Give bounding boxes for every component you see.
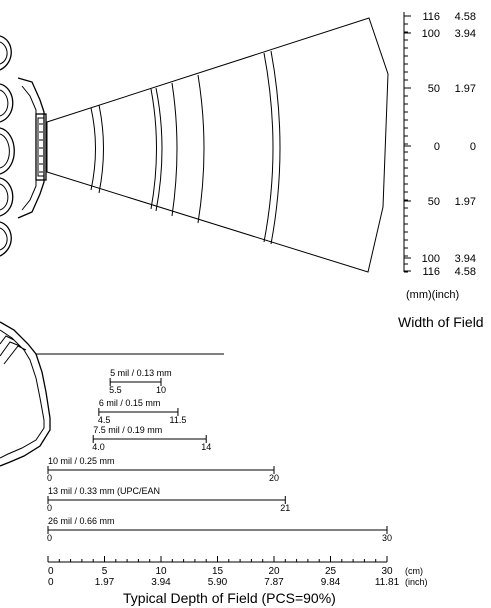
x-tick-label-cm: 30 xyxy=(381,566,393,577)
range-end-label: 10 xyxy=(156,385,166,395)
range-bar: 10 mil / 0.25 mm 0 20 xyxy=(47,456,279,483)
chart-title: Typical Depth of Field (PCS=90%) xyxy=(123,590,336,606)
scale-inch-label: 3.94 xyxy=(455,253,476,265)
scale-mm-label: 50 xyxy=(428,83,440,95)
width-scale: 116 4.58 100 3.94 50 1.97 0 0 50 1.97 100 3.94 116 4.… xyxy=(398,11,484,330)
range-label: 26 mil / 0.66 mm xyxy=(48,516,115,526)
range-end-label: 20 xyxy=(269,473,279,483)
range-start-label: 5.5 xyxy=(109,385,122,395)
x-tick-label-cm: 5 xyxy=(102,566,108,577)
range-bar: 13 mil / 0.33 mm (UPC/EAN 0 21 xyxy=(47,486,290,513)
x-tick-label-cm: 15 xyxy=(212,566,224,577)
width-of-field-caption: Width of Field xyxy=(398,314,484,330)
x-tick-label-inch: 9.84 xyxy=(321,577,341,588)
range-start-label: 0 xyxy=(47,503,52,513)
range-end-label: 11.5 xyxy=(170,415,187,425)
scale-mm-label: 116 xyxy=(422,266,440,278)
x-tick-label-inch: 11.81 xyxy=(375,577,400,588)
scale-inch-label: 1.97 xyxy=(455,196,476,208)
scale-inch-label: 3.94 xyxy=(455,28,476,40)
scale-inch-label: 4.58 xyxy=(455,11,476,23)
range-label: 13 mil / 0.33 mm (UPC/EAN xyxy=(48,486,160,496)
depth-of-field-chart: 5 mil / 0.13 mm 5.5 10 6 mil / 0.15 mm 4.5 11… xyxy=(47,368,428,606)
x-tick-label-inch: 5.90 xyxy=(208,577,228,588)
range-bar: 26 mil / 0.66 mm 0 30 xyxy=(47,516,392,543)
range-bar: 6 mil / 0.15 mm 4.5 11.5 xyxy=(98,398,187,425)
range-start-label: 0 xyxy=(47,533,52,543)
x-tick-label-cm: 0 xyxy=(48,566,54,577)
scale-mm-label: 50 xyxy=(428,196,440,208)
range-start-label: 4.5 xyxy=(98,415,111,425)
range-end-label: 30 xyxy=(382,533,392,543)
range-bar: 7.5 mil / 0.19 mm 4.0 14 xyxy=(92,425,211,452)
scale-mm-label: 100 xyxy=(422,28,440,40)
range-end-label: 21 xyxy=(280,503,290,513)
scale-mm-label: 100 xyxy=(422,253,440,265)
scanner-head-top xyxy=(0,35,47,257)
x-tick-label-cm: 25 xyxy=(325,566,337,577)
range-label: 5 mil / 0.13 mm xyxy=(110,368,172,378)
range-end-label: 14 xyxy=(201,442,211,452)
range-label: 10 mil / 0.25 mm xyxy=(48,456,115,466)
scale-units-label: (mm)(inch) xyxy=(406,289,459,301)
range-label: 6 mil / 0.15 mm xyxy=(99,398,161,408)
range-bar: 5 mil / 0.13 mm 5.5 10 xyxy=(109,368,172,395)
x-axis-unit-inch: (inch) xyxy=(405,577,428,587)
range-start-label: 0 xyxy=(47,473,52,483)
x-tick-label-inch: 1.97 xyxy=(95,577,115,588)
scale-inch-label: 0 xyxy=(470,141,476,153)
scale-inch-label: 1.97 xyxy=(455,83,476,95)
x-tick-label-cm: 10 xyxy=(155,566,167,577)
range-start-label: 4.0 xyxy=(92,442,105,452)
scale-mm-label: 116 xyxy=(422,11,440,23)
scale-mm-label: 0 xyxy=(434,141,440,153)
x-tick-label-cm: 20 xyxy=(268,566,280,577)
x-tick-label-inch: 0 xyxy=(48,577,54,588)
x-tick-label-inch: 3.94 xyxy=(151,577,171,588)
scanner-head-bottom xyxy=(0,321,224,467)
x-tick-label-inch: 7.87 xyxy=(264,577,284,588)
x-axis-unit-cm: (cm) xyxy=(405,566,423,576)
range-label: 7.5 mil / 0.19 mm xyxy=(93,425,162,435)
scan-field-fan xyxy=(46,17,389,273)
scale-inch-label: 4.58 xyxy=(455,266,476,278)
